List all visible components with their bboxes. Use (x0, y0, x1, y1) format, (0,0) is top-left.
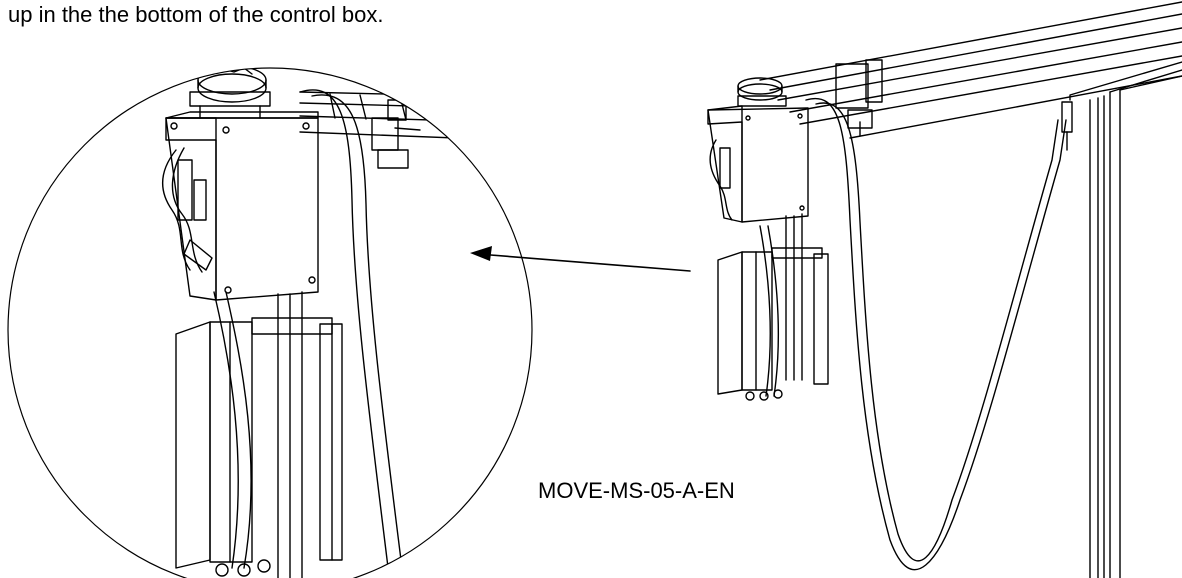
zoom-control-box (165, 111, 319, 301)
caption-text: up in the the bottom of the control box. (8, 2, 384, 27)
figure-code: MOVE-MS-05-A-EN (538, 478, 735, 503)
zoom-lower-unit (175, 317, 343, 577)
main-cable (759, 97, 1067, 571)
main-side-cables (709, 139, 733, 221)
main-motor (737, 77, 787, 107)
zoom-side-cables (161, 147, 213, 273)
door-frame (1061, 61, 1182, 578)
main-rail-bracket (835, 59, 883, 129)
zoom-rail-bracket (371, 99, 421, 169)
zoom-rods (277, 291, 303, 578)
zoom-detail (7, 67, 533, 578)
main-rods (785, 213, 803, 381)
pointer-arrow (470, 246, 691, 272)
main-lower-unit (717, 247, 829, 401)
main-rail (759, 1, 1182, 139)
main-machine (707, 1, 1182, 578)
zoom-circle (7, 67, 533, 578)
zoom-motor (189, 68, 271, 119)
zoom-main-cable (213, 89, 407, 578)
main-control-box (707, 105, 809, 223)
